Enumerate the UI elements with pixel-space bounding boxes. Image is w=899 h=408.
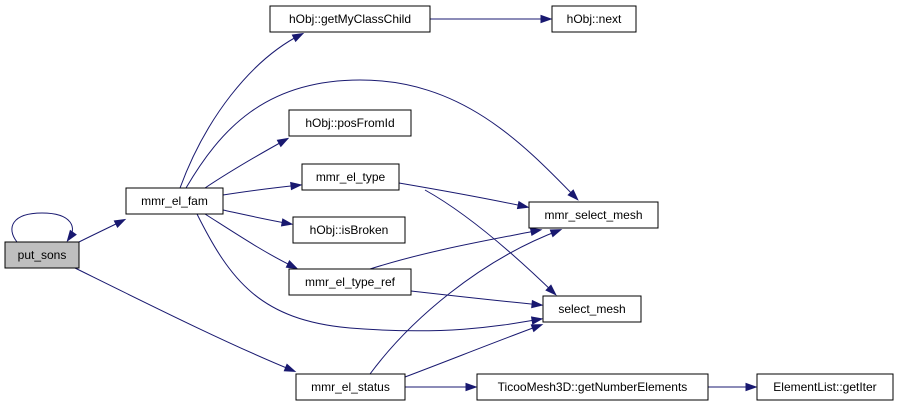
node-mmr-select-mesh[interactable]: mmr_select_mesh [528,201,659,229]
node-label-mmr-el-type: mmr_el_type [316,170,386,184]
node-mmr-el-status[interactable]: mmr_el_status [295,373,406,401]
node-label-hobj-isbroken: hObj::isBroken [310,223,389,237]
edge-getnumberelements-to-getiter [707,382,758,392]
node-hobj-getmyclasschild[interactable]: hObj::getMyClassChild [269,5,431,33]
node-put-sons[interactable]: put_sons [4,241,80,269]
edge-put-sons-to-put-sons [11,212,77,243]
arrow-head-icon [285,260,299,270]
arrow-head-icon [280,218,294,227]
edge-mmr-el-status-to-select-mesh [404,324,544,378]
arrow-head-icon [567,189,579,201]
arrow-head-icon [283,363,297,372]
node-select-mesh[interactable]: select_mesh [542,295,642,323]
edge-mmr-el-status-to-mmr-select-mesh [369,229,563,375]
edge-put-sons-to-mmr-el-status [74,267,297,372]
edge-getmyclasschild-to-next [430,14,553,24]
arrow-head-icon [290,181,303,191]
node-label-hobj-getmyclasschild: hObj::getMyClassChild [289,12,411,26]
arrow-head-icon [113,218,127,228]
node-label-mmr-select-mesh: mmr_select_mesh [544,208,642,222]
edge-line [196,213,542,332]
arrow-head-icon [516,200,530,210]
edge-mmr-el-fam-to-getmyclasschild [179,32,305,189]
node-mmr-el-type-ref[interactable]: mmr_el_type_ref [288,268,412,296]
edge-mmr-el-type-ref-to-mmr-select-mesh [369,227,543,270]
edge-mmr-el-status-to-getnumberelements [404,382,478,392]
node-label-select-mesh: select_mesh [558,302,625,316]
edge-line [204,138,288,189]
edge-line [179,33,303,189]
edge-mmr-el-fam-to-mmr-el-type-ref [204,213,299,270]
edge-mmr-el-type-ref-to-select-mesh [410,290,544,309]
node-elementlist-getiter[interactable]: ElementList::getIter [756,373,894,401]
node-label-mmr-el-type-ref: mmr_el_type_ref [305,275,396,289]
node-label-hobj-posfromid: hObj::posFromId [305,116,394,130]
edge-mmr-el-fam-to-mmr-select-mesh [185,79,579,201]
edge-line [369,229,541,270]
node-label-put-sons: put_sons [18,248,67,262]
edge-line [222,184,301,196]
arrow-head-icon [530,324,544,333]
edge-put-sons-to-mmr-el-fam [78,218,127,243]
node-label-elementlist-getiter: ElementList::getIter [773,380,876,394]
arrow-head-icon [549,229,563,238]
edge-mmr-el-fam-to-mmr-el-type [222,181,303,196]
edge-line [369,229,561,375]
edge-line [204,213,297,269]
node-mmr-el-fam[interactable]: mmr_el_fam [125,187,224,215]
arrow-head-icon [745,382,758,392]
edge-line [11,212,73,243]
call-graph-nodes: put_sons mmr_el_fam hObj::getMyClassChil… [4,5,894,401]
node-hobj-isbroken[interactable]: hObj::isBroken [292,216,406,244]
arrow-head-icon [545,284,557,296]
edge-line [398,182,528,208]
edge-line [404,324,542,378]
arrow-head-icon [291,32,305,43]
edge-line [222,209,292,225]
arrow-head-icon [529,227,543,236]
node-label-mmr-el-status: mmr_el_status [311,380,390,394]
edge-line [410,290,542,306]
node-mmr-el-type[interactable]: mmr_el_type [301,163,400,191]
node-hobj-posfromid[interactable]: hObj::posFromId [288,109,412,137]
node-label-hobj-next: hObj::next [567,12,622,26]
arrow-head-icon [531,299,544,309]
arrow-head-icon [276,137,290,148]
edge-mmr-el-fam-to-isbroken [222,209,294,227]
edge-mmr-el-fam-to-posfromid [204,137,290,189]
arrow-head-icon [465,382,478,392]
edge-line [185,79,578,200]
arrow-head-icon [530,316,544,325]
call-graph-edges [11,14,758,392]
arrow-head-icon [540,14,553,24]
node-label-ticoomesh3d-getnumberelements: TicooMesh3D::getNumberElements [498,380,688,394]
node-label-mmr-el-fam: mmr_el_fam [141,194,208,208]
edge-line [74,267,295,372]
node-hobj-next[interactable]: hObj::next [551,5,637,33]
node-ticoomesh3d-getnumberelements[interactable]: TicooMesh3D::getNumberElements [476,373,709,401]
edge-mmr-el-type-to-mmr-select-mesh [398,182,530,210]
edge-mmr-el-fam-to-select-mesh [196,213,544,332]
arrow-head-icon [66,229,77,243]
